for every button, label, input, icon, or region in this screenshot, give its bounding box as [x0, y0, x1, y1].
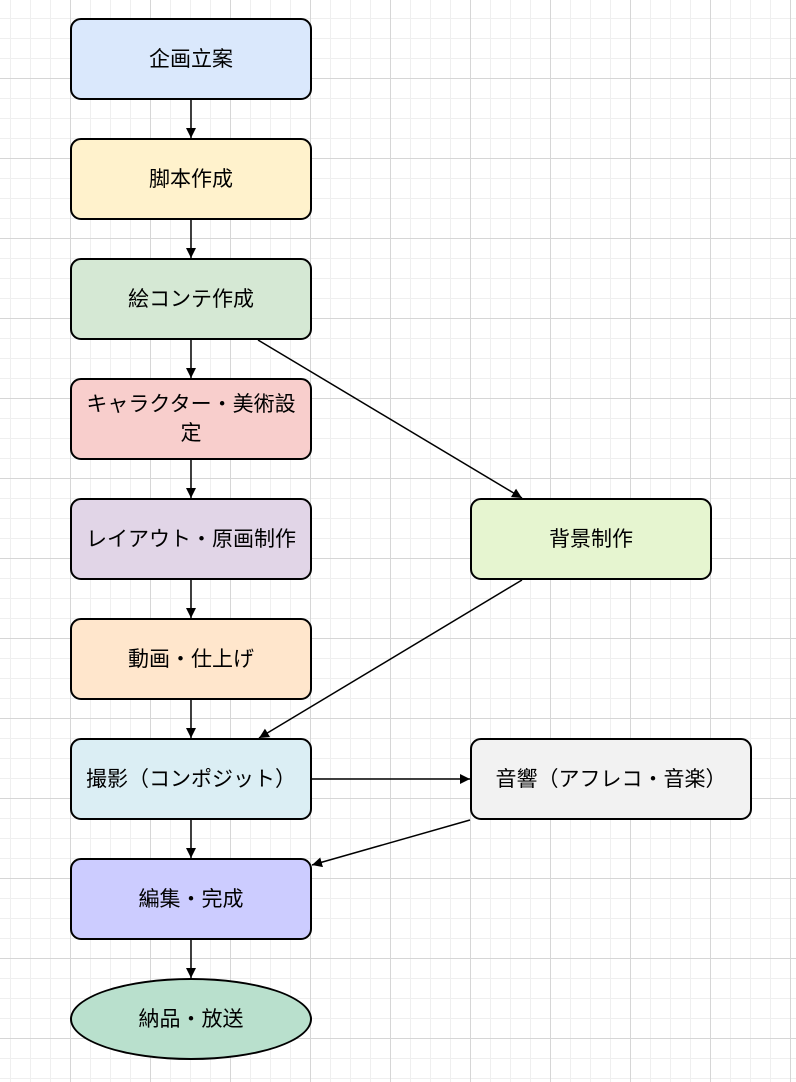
node-inbetween-finishing[interactable]: 動画・仕上げ	[70, 618, 312, 700]
node-background-art[interactable]: 背景制作	[470, 498, 712, 580]
node-delivery-label: 納品・放送	[138, 1006, 244, 1031]
node-composite-label: 撮影（コンポジット）	[86, 766, 296, 791]
node-character-art-design[interactable]: キャラクター・美術設定	[70, 378, 312, 460]
node-sound-recording[interactable]: 音響（アフレコ・音楽）	[470, 738, 752, 820]
node-delivery-broadcast[interactable]: 納品・放送	[70, 978, 312, 1060]
node-storyboard-label: 絵コンテ作成	[128, 286, 254, 311]
edge-storyboard-to-background	[257, 339, 523, 499]
node-script-label: 脚本作成	[149, 166, 233, 191]
node-compositing[interactable]: 撮影（コンポジット）	[70, 738, 312, 820]
edge-background-to-composite	[258, 579, 523, 739]
node-layout-label: レイアウト・原画制作	[86, 526, 296, 551]
node-storyboard[interactable]: 絵コンテ作成	[70, 258, 312, 340]
node-sound-label: 音響（アフレコ・音楽）	[495, 766, 727, 791]
node-editing-label: 編集・完成	[138, 886, 244, 911]
node-script[interactable]: 脚本作成	[70, 138, 312, 220]
node-animation-label: 動画・仕上げ	[128, 646, 254, 671]
node-editing-completion[interactable]: 編集・完成	[70, 858, 312, 940]
node-planning-label: 企画立案	[149, 46, 233, 71]
node-planning[interactable]: 企画立案	[70, 18, 312, 100]
node-layout-keyframes[interactable]: レイアウト・原画制作	[70, 498, 312, 580]
edge-sound-to-editing	[311, 819, 471, 868]
node-background-label: 背景制作	[549, 526, 633, 551]
node-design-label: キャラクター・美術設定	[86, 392, 296, 445]
